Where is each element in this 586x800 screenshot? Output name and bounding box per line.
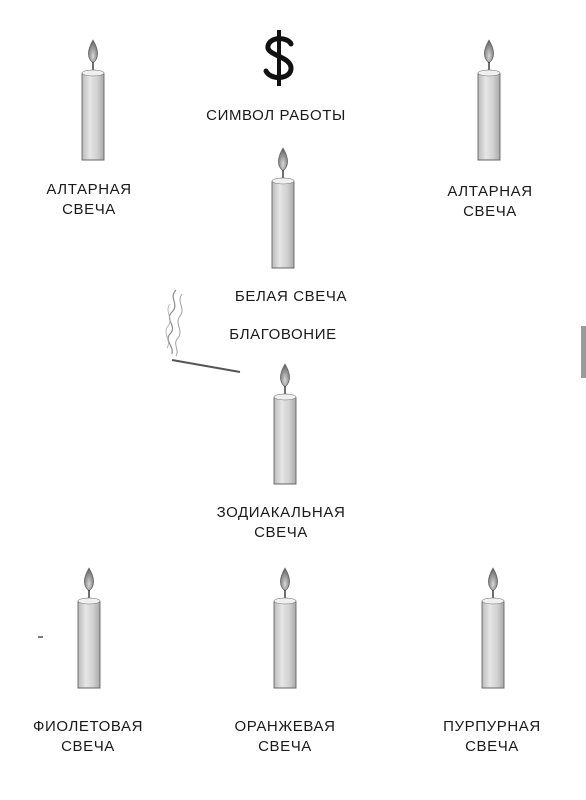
orange-candle-label: ОРАНЖЕВАЯ СВЕЧА — [234, 718, 336, 755]
work-symbol-label: СИМВОЛ РАБОТЫ — [206, 107, 346, 124]
purple-candle-label: ПУРПУРНАЯ СВЕЧА — [443, 718, 541, 755]
altar-candle-left-label: АЛТАРНАЯ СВЕЧА — [46, 181, 132, 218]
zodiac-candle — [270, 362, 300, 486]
dollar-sign-icon — [258, 26, 300, 90]
white-candle-label: БЕЛАЯ СВЕЧА — [234, 288, 348, 305]
altar-candle-left — [78, 38, 108, 162]
white-candle — [268, 146, 298, 270]
incense-label: БЛАГОВОНИЕ — [229, 326, 337, 343]
orange-candle — [270, 566, 300, 690]
altar-candle-right — [474, 38, 504, 162]
page-edge-marker — [581, 326, 586, 378]
purple-candle — [478, 566, 508, 690]
violet-candle-label: ФИОЛЕТОВАЯ СВЕЧА — [32, 718, 144, 755]
violet-candle — [74, 566, 104, 690]
scan-speck — [38, 636, 43, 638]
incense-stick-icon — [150, 284, 250, 380]
altar-candle-right-label: АЛТАРНАЯ СВЕЧА — [447, 183, 533, 220]
zodiac-candle-label: ЗОДИАКАЛЬНАЯ СВЕЧА — [216, 504, 346, 541]
